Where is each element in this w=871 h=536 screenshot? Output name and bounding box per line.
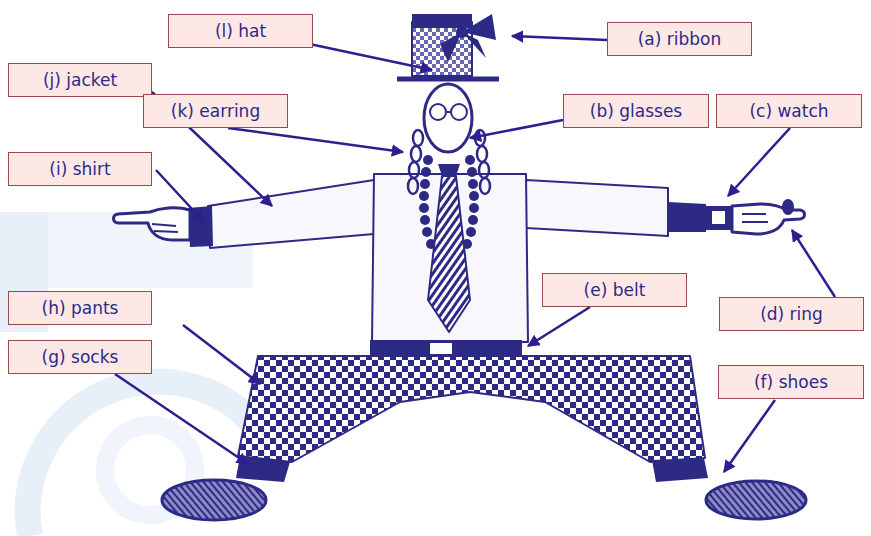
cartoon-figure <box>114 14 807 520</box>
part-label: (h) pants <box>42 298 119 318</box>
leader-arrow <box>183 325 260 384</box>
part-label: (j) jacket <box>43 70 117 90</box>
callout-box: (g) socks <box>8 340 152 374</box>
part-label: (f) shoes <box>754 372 828 392</box>
part-label: (k) earring <box>171 101 260 121</box>
callout-box: (c) watch <box>716 94 862 128</box>
leader-arrow <box>528 307 590 346</box>
callout-box: (d) ring <box>719 297 864 331</box>
callout-box: (e) belt <box>542 273 687 307</box>
callout-box: (j) jacket <box>8 63 152 97</box>
part-label: (i) shirt <box>49 159 110 179</box>
leader-arrow <box>728 128 790 196</box>
part-label: (b) glasses <box>590 101 682 121</box>
callout-box: (i) shirt <box>8 152 152 186</box>
callout-box: (k) earring <box>143 94 288 128</box>
callout-box: (f) shoes <box>718 365 864 399</box>
leader-arrow <box>300 42 432 70</box>
leader-arrow <box>228 128 403 152</box>
callout-box: (l) hat <box>168 14 313 48</box>
part-label: (a) ribbon <box>638 29 722 49</box>
part-label: (c) watch <box>749 101 828 121</box>
part-label: (e) belt <box>584 280 646 300</box>
leader-arrow <box>115 374 248 464</box>
leader-arrow <box>470 120 563 138</box>
callout-box: (h) pants <box>8 291 152 325</box>
leader-arrow <box>512 36 607 40</box>
part-label: (l) hat <box>215 21 266 41</box>
part-label: (g) socks <box>42 347 119 367</box>
callout-box: (a) ribbon <box>607 22 752 56</box>
part-label: (d) ring <box>760 304 823 324</box>
leader-arrow <box>724 400 775 472</box>
callout-box: (b) glasses <box>563 94 709 128</box>
leader-arrow <box>156 170 204 222</box>
leader-arrow <box>792 230 835 297</box>
